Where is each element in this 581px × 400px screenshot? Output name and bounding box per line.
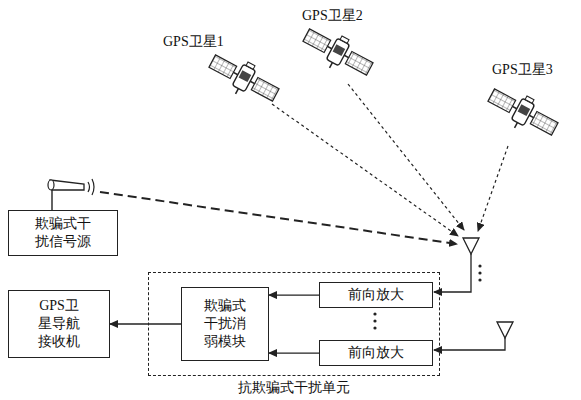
amplifier-box: 前向放大 bbox=[319, 282, 433, 308]
signal-path bbox=[348, 84, 464, 230]
satellite-icon bbox=[483, 81, 563, 145]
box-label: 欺骗式干扰信号源 bbox=[33, 215, 93, 251]
group-title: 抗欺骗式干扰单元 bbox=[149, 379, 439, 397]
signal-arrow bbox=[269, 352, 319, 353]
receiver-box: GPS卫星导航接收机 bbox=[8, 290, 110, 358]
antenna-feed bbox=[434, 338, 505, 350]
satellite-label: GPS卫星1 bbox=[163, 33, 224, 51]
satellite-label: GPS卫星2 bbox=[302, 7, 363, 25]
box-label: 前向放大 bbox=[348, 286, 404, 304]
module-box: 欺骗式干扰消弱模块 bbox=[181, 287, 269, 361]
antenna-symbol bbox=[497, 322, 513, 338]
jamming-path bbox=[100, 192, 457, 244]
satellite-label: GPS卫星3 bbox=[492, 61, 553, 79]
signal-path bbox=[272, 104, 458, 236]
satellite-icon bbox=[204, 47, 284, 111]
source-box: 欺骗式干扰信号源 bbox=[8, 210, 118, 256]
box-label: 欺骗式干扰消弱模块 bbox=[203, 297, 248, 352]
jammer-antenna bbox=[48, 179, 94, 210]
box-label: 前向放大 bbox=[348, 344, 404, 362]
unit-group: 抗欺骗式干扰单元欺骗式干扰消弱模块前向放大前向放大 bbox=[148, 272, 440, 376]
amplifier-box: 前向放大 bbox=[319, 340, 433, 366]
satellite-icon bbox=[298, 21, 378, 85]
signal-arrow bbox=[269, 294, 319, 295]
box-label: GPS卫星导航接收机 bbox=[32, 297, 85, 352]
signal-path bbox=[478, 146, 508, 231]
antenna-symbol bbox=[463, 238, 479, 254]
signal-arrow bbox=[110, 323, 181, 324]
